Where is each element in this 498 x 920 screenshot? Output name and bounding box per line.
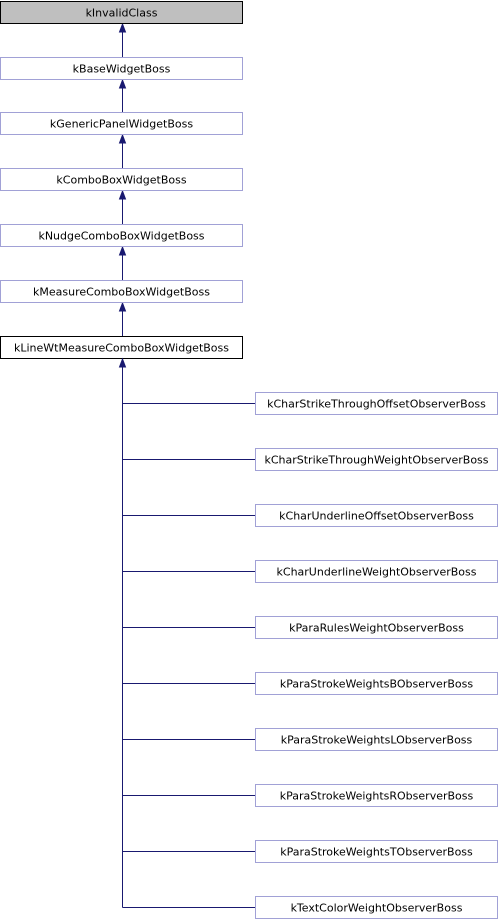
- class-label: kLineWtMeasureComboBoxWidgetBoss: [14, 342, 229, 355]
- class-label: kGenericPanelWidgetBoss: [50, 118, 193, 131]
- class-label: kParaStrokeWeightsLObserverBoss: [281, 734, 473, 747]
- class-label: kCharStrikeThroughWeightObserverBoss: [264, 454, 488, 467]
- class-node-k-para-stroke-weights-tobserver-boss[interactable]: kParaStrokeWeightsTObserverBoss: [255, 840, 498, 863]
- inheritance-arrow-icon: [118, 245, 127, 256]
- class-box: [0, 280, 243, 303]
- inheritance-arrow-icon: [118, 22, 127, 33]
- class-node-k-measure-combo-box-widget-boss[interactable]: kMeasureComboBoxWidgetBoss: [0, 280, 243, 303]
- class-node-k-para-rules-weight-observer-boss[interactable]: kParaRulesWeightObserverBoss: [255, 616, 498, 639]
- class-node-k-invalid-class[interactable]: kInvalidClass: [0, 1, 243, 24]
- class-box: [0, 1, 243, 24]
- class-node-k-char-strike-through-offset-observer-boss[interactable]: kCharStrikeThroughOffsetObserverBoss: [255, 392, 498, 415]
- class-label: kParaStrokeWeightsBObserverBoss: [280, 678, 473, 691]
- class-node-k-nudge-combo-box-widget-boss[interactable]: kNudgeComboBoxWidgetBoss: [0, 224, 243, 247]
- class-box: [0, 112, 243, 135]
- class-label: kInvalidClass: [86, 7, 158, 20]
- class-node-k-char-underline-weight-observer-boss[interactable]: kCharUnderlineWeightObserverBoss: [255, 560, 498, 583]
- class-label: kParaRulesWeightObserverBoss: [289, 622, 464, 635]
- class-label: kMeasureComboBoxWidgetBoss: [33, 286, 210, 299]
- class-label: kCharUnderlineOffsetObserverBoss: [279, 510, 474, 523]
- class-node-k-char-strike-through-weight-observer-boss[interactable]: kCharStrikeThroughWeightObserverBoss: [255, 448, 498, 471]
- class-label: kParaStrokeWeightsTObserverBoss: [280, 846, 473, 859]
- inheritance-arrow-icon: [118, 189, 127, 200]
- class-node-k-para-stroke-weights-robserver-boss[interactable]: kParaStrokeWeightsRObserverBoss: [255, 784, 498, 807]
- class-node-k-base-widget-boss[interactable]: kBaseWidgetBoss: [0, 57, 243, 80]
- class-label: kCharStrikeThroughOffsetObserverBoss: [267, 398, 486, 411]
- inheritance-arrow-icon: [118, 133, 127, 144]
- inheritance-arrow-icon: [118, 301, 127, 312]
- class-node-k-para-stroke-weights-bobserver-boss[interactable]: kParaStrokeWeightsBObserverBoss: [255, 672, 498, 695]
- class-label: kParaStrokeWeightsRObserverBoss: [280, 790, 474, 803]
- class-box: [0, 336, 243, 359]
- class-box: [0, 224, 243, 247]
- class-label: kNudgeComboBoxWidgetBoss: [38, 230, 204, 243]
- class-node-k-line-wt-measure-combo-box-widget-boss[interactable]: kLineWtMeasureComboBoxWidgetBoss: [0, 336, 243, 359]
- class-node-k-text-color-weight-observer-boss[interactable]: kTextColorWeightObserverBoss: [255, 896, 498, 919]
- class-node-k-char-underline-offset-observer-boss[interactable]: kCharUnderlineOffsetObserverBoss: [255, 504, 498, 527]
- class-node-k-para-stroke-weights-lobserver-boss[interactable]: kParaStrokeWeightsLObserverBoss: [255, 728, 498, 751]
- inheritance-arrow-icon: [118, 357, 127, 368]
- class-box: [0, 57, 243, 80]
- class-label: kCharUnderlineWeightObserverBoss: [277, 566, 477, 579]
- class-node-k-generic-panel-widget-boss[interactable]: kGenericPanelWidgetBoss: [0, 112, 243, 135]
- class-box: [0, 168, 243, 191]
- class-label: kTextColorWeightObserverBoss: [291, 902, 463, 915]
- class-label: kComboBoxWidgetBoss: [56, 174, 186, 187]
- inheritance-arrow-icon: [118, 78, 127, 89]
- class-node-k-combo-box-widget-boss[interactable]: kComboBoxWidgetBoss: [0, 168, 243, 191]
- class-label: kBaseWidgetBoss: [73, 63, 171, 76]
